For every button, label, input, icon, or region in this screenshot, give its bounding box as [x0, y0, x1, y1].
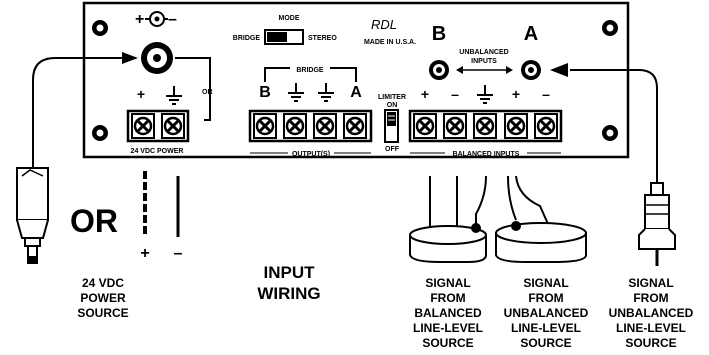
bridge-b-label: B: [259, 84, 271, 101]
rca-jack-b-icon: [429, 60, 449, 80]
or-bracket: [175, 57, 211, 121]
bal-plus-b-label: +: [421, 86, 429, 102]
screw-terminal-icon: [412, 112, 438, 140]
unbalanced-cable-icon: [495, 175, 587, 263]
unbalanced-label-2: INPUTS: [471, 58, 497, 65]
power-label: 24 VDC POWER: [131, 148, 184, 155]
dc-polarity-icon: + –: [135, 11, 177, 28]
mode-right-label: STEREO: [308, 35, 337, 42]
limiter-on-label: ON: [387, 102, 398, 109]
mount-hole-icon: [92, 20, 108, 36]
unbalanced-source-line-3: UNBALANCED: [504, 306, 589, 320]
brand-logo: RDL: [371, 17, 397, 32]
bridge-bracket: [264, 67, 357, 82]
screw-terminal-icon: [160, 112, 186, 140]
balanced-input-terminal-block: [408, 109, 563, 143]
mount-hole-icon: [602, 125, 618, 141]
balanced-source-line-2: FROM: [430, 291, 465, 305]
bal-plus-a-label: +: [512, 86, 520, 102]
outputs-label: OUTPUT(S): [292, 151, 330, 158]
rca-plug-icon: [638, 182, 676, 266]
screw-terminal-icon: [312, 112, 338, 140]
rca-source-line-4: LINE-LEVEL: [616, 321, 686, 335]
screw-terminal-icon: [130, 112, 156, 140]
channel-b-label: B: [432, 23, 446, 45]
rca-source-line-5: SOURCE: [625, 336, 676, 350]
balanced-source-line-5: SOURCE: [422, 336, 473, 350]
input-wiring-title-2: WIRING: [257, 284, 320, 303]
rca-source-line-2: FROM: [633, 291, 668, 305]
screw-terminal-icon: [252, 112, 278, 140]
screw-terminal-icon: [503, 112, 529, 140]
unbalanced-label-1: UNBALANCED: [459, 49, 508, 56]
arrow-left-icon: [550, 63, 568, 77]
rca-jack-a-icon: [521, 60, 541, 80]
rca-plug-cable: [570, 69, 658, 183]
limiter-label: LIMITER: [378, 94, 406, 101]
balanced-source-line-4: LINE-LEVEL: [413, 321, 483, 335]
mount-hole-icon: [602, 20, 618, 36]
bridge-label: BRIDGE: [296, 67, 324, 74]
mount-hole-icon: [92, 125, 108, 141]
bridge-a-label: A: [350, 84, 362, 101]
limiter-switch[interactable]: [384, 109, 399, 143]
screw-terminal-icon: [342, 112, 368, 140]
balanced-cable-icon: [409, 175, 487, 263]
bal-minus-b-label: –: [451, 86, 459, 102]
power-source-line-1: 24 VDC: [82, 276, 124, 290]
screw-terminal-icon: [472, 112, 498, 140]
channel-a-label: A: [524, 23, 538, 45]
power-source-line-3: SOURCE: [77, 306, 128, 320]
limiter-off-label: OFF: [385, 146, 400, 153]
screw-terminal-icon: [442, 112, 468, 140]
unbalanced-source-line-4: LINE-LEVEL: [511, 321, 581, 335]
unbalanced-source-line-5: SOURCE: [520, 336, 571, 350]
bal-minus-a-label: –: [542, 86, 550, 102]
balanced-source-line-1: SIGNAL: [425, 276, 470, 290]
screw-terminal-icon: [533, 112, 559, 140]
input-wiring-title-1: INPUT: [264, 263, 316, 282]
power-terminal-block: [126, 109, 190, 143]
power-plug-cable: [32, 57, 108, 168]
power-jack-icon: [141, 42, 173, 74]
rca-source-line-1: SIGNAL: [628, 276, 673, 290]
mode-switch[interactable]: [264, 29, 304, 45]
arrow-right-icon: [122, 52, 138, 64]
power-plus-label: +: [137, 86, 145, 102]
or-big-label: OR: [70, 203, 118, 239]
svg-text:+: +: [135, 11, 144, 28]
unbalanced-source-line-1: SIGNAL: [523, 276, 568, 290]
balanced-inputs-label: BALANCED INPUTS: [453, 151, 520, 158]
dc-plug-icon: [16, 167, 49, 264]
mode-left-label: BRIDGE: [233, 35, 261, 42]
power-source-line-2: POWER: [80, 291, 126, 305]
mode-label: MODE: [279, 15, 300, 22]
unbalanced-arrow-icon: [456, 66, 513, 74]
balanced-source-line-3: BALANCED: [414, 306, 482, 320]
lead-plus-label: +: [140, 245, 149, 262]
rca-source-line-3: UNBALANCED: [609, 306, 694, 320]
made-in-label: MADE IN U.S.A.: [364, 39, 416, 46]
or-small-label: OR: [202, 89, 213, 96]
lead-minus-label: –: [174, 245, 183, 262]
svg-text:–: –: [168, 11, 177, 28]
unbalanced-source-line-2: FROM: [528, 291, 563, 305]
screw-terminal-icon: [282, 112, 308, 140]
output-terminal-block: [248, 109, 373, 143]
